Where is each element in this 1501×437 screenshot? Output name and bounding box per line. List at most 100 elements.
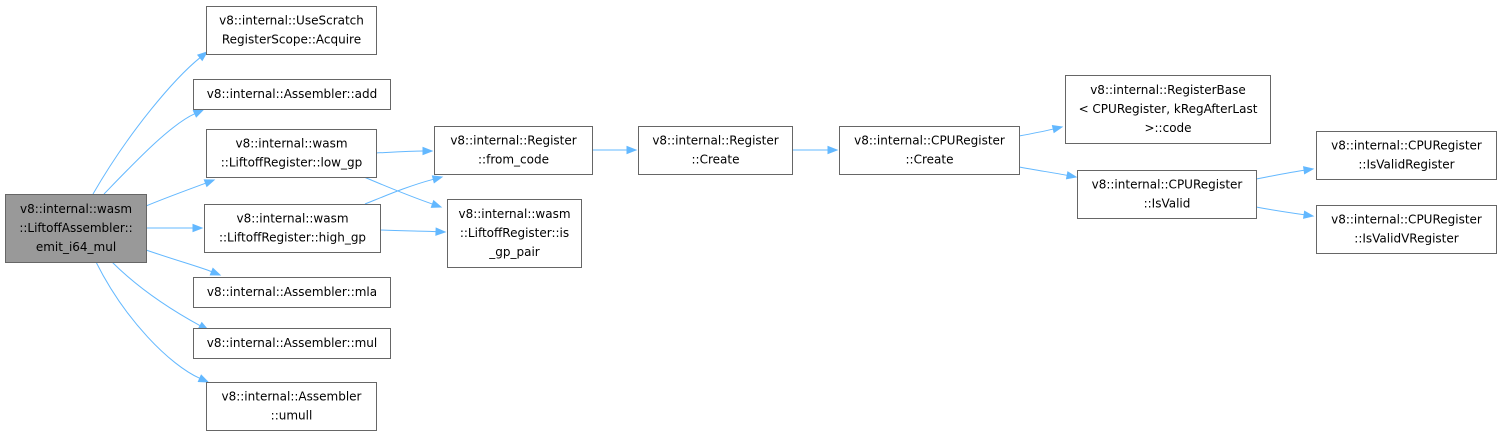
node-box[interactable] [206, 6, 377, 55]
arrow-head-icon [827, 145, 839, 155]
node-label-line: >::code [1144, 121, 1191, 135]
edge-line [379, 229, 437, 233]
edge-line [1255, 206, 1305, 216]
node-label-line: v8::internal::Assembler::add [207, 87, 377, 101]
arrow-head-icon [203, 179, 216, 188]
node-label-line: v8::internal::wasm [20, 202, 132, 216]
node-regbase_code[interactable]: v8::internal::RegisterBase< CPURegister,… [1065, 75, 1271, 144]
node-reg_create[interactable]: v8::internal::Register::Create [638, 126, 793, 175]
edge-root-to-acquire [92, 51, 209, 195]
node-label-line: v8::internal::Assembler::mla [207, 285, 377, 299]
node-label-line: ::Create [692, 153, 740, 167]
edge-cpu_isvalid-to-isvalidvregister [1255, 206, 1315, 219]
edge-root-to-low_gp [145, 179, 216, 207]
node-label-line: ::IsValid [1144, 197, 1191, 211]
node-label-line: _gp_pair [488, 245, 540, 259]
arrow-head-icon [422, 146, 434, 156]
node-root[interactable]: v8::internal::wasm::LiftoffAssembler::em… [5, 194, 147, 263]
node-box[interactable] [5, 194, 147, 263]
edge-high_gp-to-from_code [364, 175, 444, 205]
node-label-line: ::LiftoffRegister::is [460, 226, 569, 240]
edge-low_gp-to-is_gp_pair [363, 176, 443, 208]
edge-line [1018, 128, 1054, 137]
edge-line [92, 57, 201, 195]
node-box[interactable] [1077, 170, 1257, 219]
node-low_gp[interactable]: v8::internal::wasm::LiftoffRegister::low… [206, 129, 377, 178]
node-box[interactable] [1316, 205, 1497, 254]
node-label-line: v8::internal::wasm [458, 207, 570, 221]
node-box[interactable] [193, 328, 391, 359]
edge-low_gp-to-from_code [375, 146, 434, 156]
node-label-line: ::from_code [478, 153, 549, 167]
node-label-line: ::LiftoffAssembler:: [19, 221, 132, 235]
node-label-line: v8::internal::Register [450, 134, 576, 148]
node-box[interactable] [206, 129, 377, 178]
node-box[interactable] [1065, 75, 1271, 144]
edge-high_gp-to-is_gp_pair [379, 227, 447, 236]
edge-root-to-add [103, 109, 205, 195]
node-label-line: ::IsValidRegister [1358, 158, 1454, 172]
edges-layer [92, 51, 1315, 383]
arrow-head-icon [1302, 166, 1315, 175]
node-box[interactable] [434, 126, 593, 175]
node-label-line: < CPURegister, kRegAfterLast [1079, 102, 1258, 116]
node-label-line: v8::internal::wasm [236, 212, 348, 226]
node-label-line: v8::internal::CPURegister [854, 134, 1005, 148]
edge-cpu_create-to-regbase_code [1018, 125, 1064, 137]
node-label-line: ::IsValidVRegister [1354, 232, 1458, 246]
node-high_gp[interactable]: v8::internal::wasm::LiftoffRegister::hig… [204, 204, 381, 253]
node-acquire[interactable]: v8::internal::UseScratchRegisterScope::A… [206, 6, 377, 55]
node-is_gp_pair[interactable]: v8::internal::wasm::LiftoffRegister::is_… [447, 199, 582, 268]
node-box[interactable] [193, 79, 391, 110]
arrow-head-icon [209, 267, 222, 276]
node-isvalidregister[interactable]: v8::internal::CPURegister::IsValidRegist… [1316, 131, 1497, 180]
node-mul[interactable]: v8::internal::Assembler::mul [193, 328, 391, 359]
node-box[interactable] [638, 126, 793, 175]
node-label-line: v8::internal::UseScratch [219, 14, 364, 28]
edge-line [1018, 166, 1068, 176]
edge-line [364, 178, 434, 205]
node-label-line: v8::internal::wasm [235, 137, 347, 151]
edge-line [145, 249, 212, 273]
node-box[interactable] [204, 204, 381, 253]
edge-line [375, 150, 424, 154]
node-label-line: ::umull [271, 409, 313, 423]
node-label-line: v8::internal::RegisterBase [1090, 83, 1246, 97]
node-box[interactable] [839, 126, 1020, 175]
node-label-line: v8::internal::CPURegister [1092, 178, 1243, 192]
node-label-line: RegisterScope::Acquire [222, 33, 361, 47]
arrow-head-icon [435, 227, 447, 236]
node-label-line: ::LiftoffRegister::high_gp [219, 231, 366, 245]
node-umull[interactable]: v8::internal::Assembler::umull [206, 382, 377, 431]
node-label-line: v8::internal::Assembler::mul [207, 336, 378, 350]
edge-cpu_isvalid-to-isvalidregister [1255, 166, 1315, 180]
edge-root-to-mla [145, 249, 222, 276]
edge-reg_create-to-cpu_create [791, 145, 839, 155]
node-label-line: v8::internal::Assembler [221, 390, 361, 404]
node-box[interactable] [1316, 131, 1497, 180]
arrow-head-icon [192, 109, 205, 118]
node-cpu_isvalid[interactable]: v8::internal::CPURegister::IsValid [1077, 170, 1257, 219]
node-box[interactable] [447, 199, 582, 268]
node-label-line: v8::internal::CPURegister [1331, 213, 1482, 227]
node-from_code[interactable]: v8::internal::Register::from_code [434, 126, 593, 175]
edge-root-to-high_gp [146, 223, 204, 233]
node-label-line: v8::internal::CPURegister [1331, 139, 1482, 153]
edge-line [103, 113, 196, 195]
edge-root-to-umull [95, 261, 210, 383]
node-add[interactable]: v8::internal::Assembler::add [193, 79, 391, 110]
node-label-line: v8::internal::Register [652, 134, 778, 148]
node-box[interactable] [206, 382, 377, 431]
node-box[interactable] [193, 277, 391, 308]
arrow-head-icon [1065, 171, 1078, 180]
node-cpu_create[interactable]: v8::internal::CPURegister::Create [839, 126, 1020, 175]
node-mla[interactable]: v8::internal::Assembler::mla [193, 277, 391, 308]
node-isvalidvregister[interactable]: v8::internal::CPURegister::IsValidVRegis… [1316, 205, 1497, 254]
edge-line [363, 176, 433, 205]
edge-cpu_create-to-cpu_isvalid [1018, 166, 1078, 180]
arrow-head-icon [192, 223, 204, 233]
node-label-line: emit_i64_mul [36, 240, 116, 254]
arrow-head-icon [197, 374, 210, 383]
arrow-head-icon [196, 51, 209, 62]
